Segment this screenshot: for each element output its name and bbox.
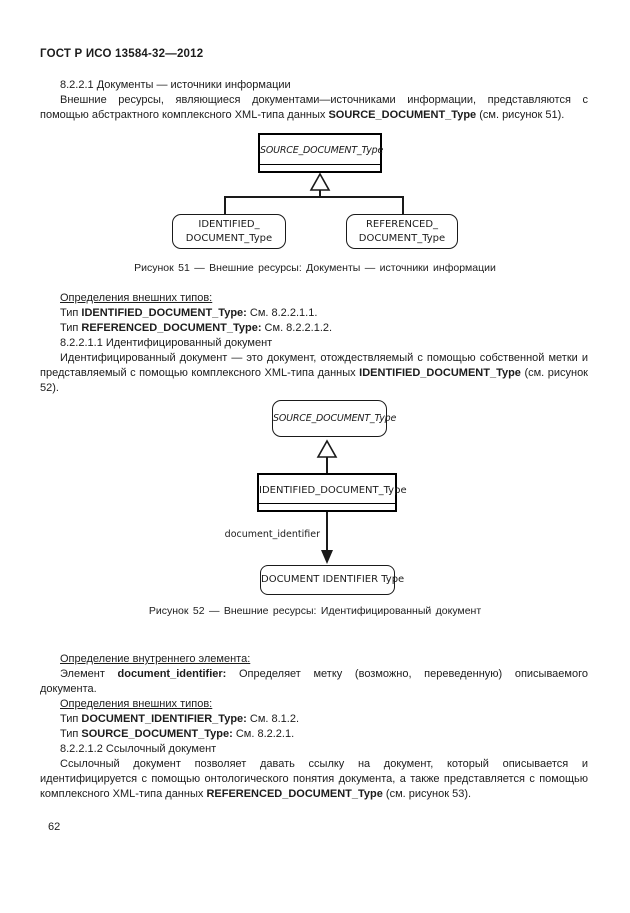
internal-element-heading: Определение внутреннего элемента: (60, 653, 251, 665)
standard-designation-header: ГОСТ Р ИСО 13584-32—2012 (40, 48, 204, 60)
generalization-triangle-icon (316, 439, 338, 458)
section-heading-8-2-2-1-2: 8.2.2.1.2 Ссылочный документ (60, 743, 217, 755)
intro-paragraph: Внешние ресурсы, являющиеся документами—… (40, 93, 588, 123)
figure-51-diagram: SOURCE_DOCUMENT_Type IDENTIFIED_ DOCUMEN… (0, 133, 630, 250)
uml-class-source-document-type: SOURCE_DOCUMENT_Type (258, 133, 384, 173)
type-ref-identified-document: Тип IDENTIFIED_DOCUMENT_Type: См. 8.2.2.… (60, 307, 318, 319)
type-ref-referenced-document: Тип REFERENCED_DOCUMENT_Type: См. 8.2.2.… (60, 322, 333, 334)
generalization-triangle-icon (309, 172, 331, 191)
type-name-referenced-document: REFERENCED_DOCUMENT_Type (206, 788, 383, 800)
external-types-heading-2: Определения внешних типов: (60, 698, 213, 710)
compartment-divider (259, 503, 395, 504)
type-name-source-document: SOURCE_DOCUMENT_Type (328, 109, 477, 121)
uml-class-document-identifier-type: DOCUMENT IDENTIFIER Type (260, 565, 405, 595)
uml-class-name-line1: IDENTIFIED_ (198, 218, 260, 230)
uml-class-identified-document-type: IDENTIFIED_DOCUMENT_Type (257, 473, 407, 512)
page-number: 62 (48, 821, 61, 833)
uml-class-name: SOURCE_DOCUMENT_Type (273, 412, 397, 424)
uml-class-identified-document-type: IDENTIFIED_ DOCUMENT_Type (172, 214, 286, 249)
association-role-label: document_identifier (224, 529, 320, 540)
intro-text: Внешние ресурсы, являющиеся документами—… (40, 94, 588, 121)
uml-class-name: IDENTIFIED_DOCUMENT_Type (259, 485, 407, 496)
intro-text-tail: (см. рисунок 51). (476, 109, 565, 121)
referenced-document-paragraph: Ссылочный документ позволяет давать ссыл… (40, 758, 588, 800)
uml-class-name-line2: DOCUMENT_Type (358, 232, 446, 244)
external-types-heading: Определения внешних типов: (60, 292, 213, 304)
type-name-identified-document: IDENTIFIED_DOCUMENT_Type (359, 367, 521, 379)
element-name-document-identifier: document_identifier: (117, 668, 227, 680)
arrowhead-icon (321, 550, 333, 564)
figure-52-caption: Рисунок 52 — Внешние ресурсы: Идентифици… (148, 605, 482, 617)
intro-block: 8.2.2.1 Документы — источники информации… (40, 78, 588, 123)
inheritance-connector-line (224, 189, 404, 214)
uml-class-referenced-document-type: REFERENCED_ DOCUMENT_Type (346, 214, 458, 249)
section-heading-8-2-2-1: 8.2.2.1 Документы — источники информации (60, 79, 291, 91)
uml-class-name: SOURCE_DOCUMENT_Type (260, 145, 384, 156)
uml-class-name-line1: REFERENCED_ (365, 218, 439, 230)
definitions-block-1: Определения внешних типов: Тип IDENTIFIE… (40, 291, 588, 396)
figure-52-diagram: SOURCE_DOCUMENT_Type IDENTIFIED_DOCUMENT… (0, 400, 630, 595)
figure-51-caption: Рисунок 51 — Внешние ресурсы: Документы … (134, 262, 496, 274)
identified-document-paragraph: Идентифицированный документ — это докуме… (40, 352, 588, 394)
type-ref-document-identifier: Тип DOCUMENT_IDENTIFIER_Type: См. 8.1.2. (60, 713, 300, 725)
section-heading-8-2-2-1-1: 8.2.2.1.1 Идентифицированный документ (60, 337, 273, 349)
compartment-divider (260, 164, 380, 165)
uml-class-name-line2: DOCUMENT_Type (185, 232, 273, 244)
document-identifier-paragraph: Элемент document_identifier: Определяет … (40, 668, 588, 695)
type-ref-source-document: Тип SOURCE_DOCUMENT_Type: См. 8.2.2.1. (60, 728, 295, 740)
uml-class-name: DOCUMENT IDENTIFIER Type (261, 574, 405, 585)
uml-class-source-document-type: SOURCE_DOCUMENT_Type (272, 400, 397, 437)
definitions-block-2: Определение внутреннего элемента: Элемен… (40, 652, 588, 802)
